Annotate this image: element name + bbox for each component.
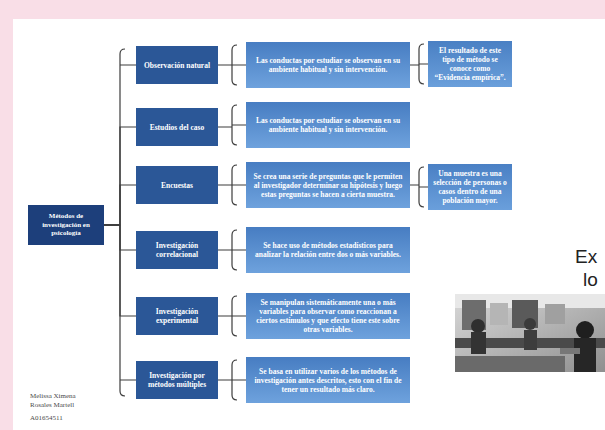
box-text: Se crea una serie de preguntas que le pe… xyxy=(252,172,404,199)
method-box: Encuestas xyxy=(136,166,218,204)
box-text: Métodos de investigación en psicología xyxy=(33,212,99,237)
box-text: Investigación correlacional xyxy=(142,241,212,259)
student-id: A01654511 xyxy=(30,414,100,423)
method-box: Estudios del caso xyxy=(136,108,218,146)
bracket-connector xyxy=(218,165,246,205)
description-box: Las conductas por estudiar se observan e… xyxy=(246,42,410,88)
box-text: Las conductas por estudiar se observan e… xyxy=(252,56,404,74)
bracket-connector xyxy=(104,127,136,225)
box-text: Estudios del caso xyxy=(150,123,205,132)
box-text: El resultado de este tipo de método se c… xyxy=(433,46,507,82)
description-box: Las conductas por estudiar se observan e… xyxy=(246,102,410,148)
box-text: Investigación experimental xyxy=(142,307,212,325)
description-box: Se crea una serie de preguntas que le pe… xyxy=(246,162,410,208)
box-text: Se basa en utilizar varios de los método… xyxy=(252,367,404,394)
note-box: El resultado de este tipo de método se c… xyxy=(428,41,512,87)
bracket-connector xyxy=(410,44,428,84)
bracket-connector xyxy=(218,105,246,145)
description-box: Se basa en utilizar varios de los método… xyxy=(246,357,410,403)
description-box: Se hace uso de métodos estadísticos para… xyxy=(246,227,410,273)
bracket-connector xyxy=(104,185,136,225)
method-box: Investigación por métodos múltiples xyxy=(136,361,218,399)
bracket-connector xyxy=(218,230,246,270)
author-name: Melissa Ximena Rosales Martell xyxy=(30,392,92,410)
root-box: Métodos de investigación en psicología xyxy=(28,205,104,245)
box-text: Una muestra es una selección de personas… xyxy=(433,169,507,205)
description-box: Se manipulan sistemáticamente una o más … xyxy=(246,293,410,339)
box-text: Se hace uso de métodos estadísticos para… xyxy=(252,241,404,259)
box-text: Se manipulan sistemáticamente una o más … xyxy=(252,298,404,334)
slide-text: lo xyxy=(582,270,599,291)
bracket-connector xyxy=(410,167,428,207)
box-text: Las conductas por estudiar se observan e… xyxy=(252,116,404,134)
bracket-connector xyxy=(218,296,246,336)
slide-text: Ex xyxy=(574,247,598,268)
box-text: Observación natural xyxy=(144,61,210,70)
method-box: Investigación correlacional xyxy=(136,231,218,269)
box-text: Investigación por métodos múltiples xyxy=(142,371,212,389)
bracket-connector xyxy=(218,45,246,85)
note-box: Una muestra es una selección de personas… xyxy=(428,164,512,210)
bracket-connector xyxy=(104,225,136,396)
bracket-connector xyxy=(104,49,136,225)
bracket-connector xyxy=(218,360,246,400)
method-box: Investigación experimental xyxy=(136,297,218,335)
box-text: Encuestas xyxy=(161,181,193,190)
method-box: Observación natural xyxy=(136,46,218,84)
